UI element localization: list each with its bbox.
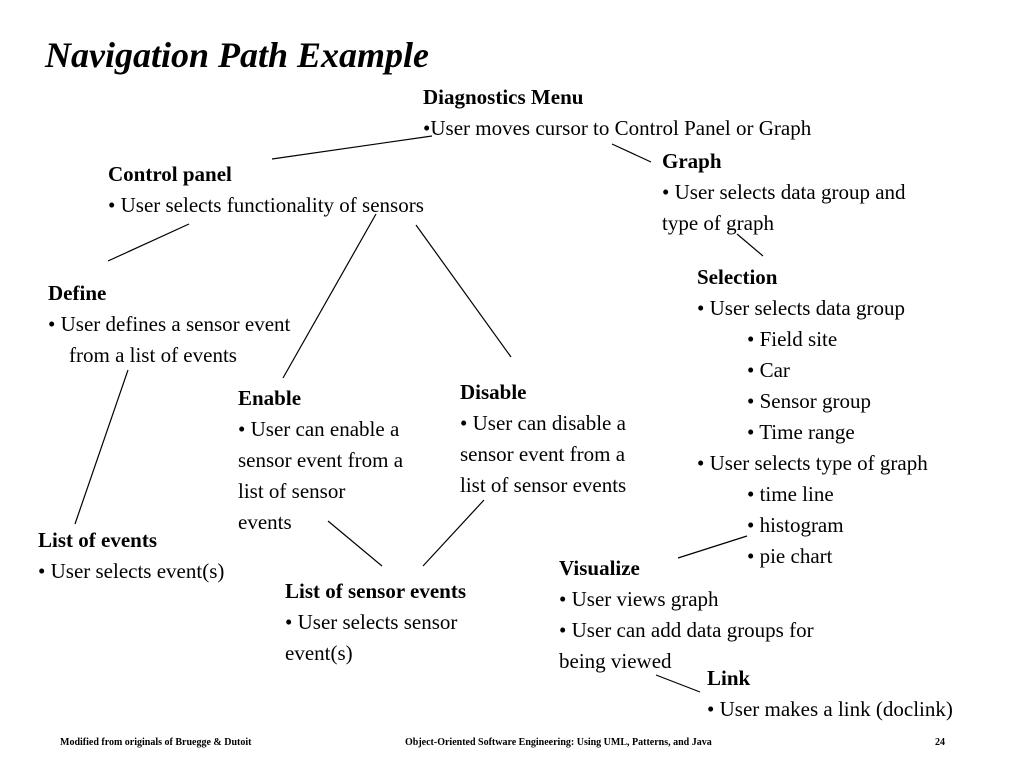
- node-line: • User can enable a: [238, 417, 400, 441]
- node-heading: Enable: [238, 386, 302, 410]
- node-line: type of graph: [662, 211, 774, 235]
- node-link: Link • User makes a link (doclink): [707, 663, 953, 725]
- node-heading: Disable: [460, 380, 527, 404]
- node-line: from a list of events: [69, 343, 237, 367]
- node-heading: Link: [707, 666, 751, 690]
- slide-title: Navigation Path Example: [45, 35, 430, 75]
- edge-control-panel-to-disable: [415, 224, 512, 358]
- node-heading: List of sensor events: [285, 579, 467, 603]
- edge-diagnostics-menu-to-graph: [611, 143, 652, 163]
- node-heading: Graph: [662, 149, 722, 173]
- node-line: • time line: [747, 482, 834, 506]
- node-line: sensor event from a: [460, 442, 626, 466]
- node-line: • Car: [747, 358, 790, 382]
- node-line: list of sensor: [238, 479, 346, 503]
- edge-control-panel-to-define: [107, 223, 190, 262]
- node-line: • User selects event(s): [38, 559, 225, 583]
- node-line: being viewed: [559, 649, 672, 673]
- edge-visualize-to-link: [655, 674, 701, 693]
- footer-book-title: Object-Oriented Software Engineering: Us…: [405, 737, 712, 748]
- node-disable: Disable • User can disable a sensor even…: [460, 377, 626, 501]
- edge-define-to-list-of-events: [74, 369, 129, 525]
- node-line: • User selects data group: [697, 296, 905, 320]
- node-line: • User selects sensor: [285, 610, 458, 634]
- node-line: • Field site: [747, 327, 838, 351]
- edge-selection-to-visualize: [677, 535, 748, 559]
- node-line: list of sensor events: [460, 473, 627, 497]
- node-line: •User moves cursor to Control Panel or G…: [423, 116, 812, 140]
- node-line: • User views graph: [559, 587, 719, 611]
- node-heading: List of events: [38, 528, 157, 552]
- footer-page-number: 24: [935, 737, 945, 748]
- node-line: events: [238, 510, 292, 534]
- node-heading: Control panel: [108, 162, 232, 186]
- node-line: • User selects data group and: [662, 180, 906, 204]
- node-control-panel: Control panel • User selects functionali…: [108, 159, 424, 221]
- node-list-of-events: List of events • User selects event(s): [38, 525, 224, 587]
- node-selection: Selection • User selects data group • Fi…: [697, 262, 928, 572]
- edge-diagnostics-menu-to-control-panel: [271, 135, 433, 160]
- node-line: • pie chart: [747, 544, 833, 568]
- node-heading: Selection: [697, 265, 778, 289]
- node-line: • User defines a sensor event: [48, 312, 291, 336]
- node-line: event(s): [285, 641, 353, 665]
- node-line: • User can add data groups for: [559, 618, 814, 642]
- edge-control-panel-to-enable: [282, 213, 377, 379]
- node-diagnostics-menu: Diagnostics Menu •User moves cursor to C…: [423, 82, 811, 144]
- node-line: • Time range: [747, 420, 855, 444]
- node-visualize: Visualize • User views graph • User can …: [559, 553, 814, 677]
- node-heading: Define: [48, 281, 107, 305]
- node-line: • User selects type of graph: [697, 451, 928, 475]
- node-line: • User selects functionality of sensors: [108, 193, 424, 217]
- node-line: sensor event from a: [238, 448, 404, 472]
- node-line: • User makes a link (doclink): [707, 697, 953, 721]
- node-list-of-sensor-events: List of sensor events • User selects sen…: [285, 576, 466, 669]
- edge-disable-to-list-of-sensor-events: [422, 499, 485, 567]
- footer-credit: Modified from originals of Bruegge & Dut…: [60, 737, 252, 748]
- node-line: • Sensor group: [747, 389, 872, 413]
- node-heading: Diagnostics Menu: [423, 85, 584, 109]
- node-heading: Visualize: [559, 556, 640, 580]
- node-enable: Enable • User can enable a sensor event …: [238, 383, 403, 538]
- node-define: Define • User defines a sensor event fro…: [48, 278, 290, 371]
- node-graph: Graph • User selects data group and type…: [662, 146, 906, 239]
- edge-enable-to-list-of-sensor-events: [327, 520, 383, 567]
- edge-graph-to-selection: [736, 233, 764, 257]
- node-line: • User can disable a: [460, 411, 626, 435]
- node-line: • histogram: [747, 513, 844, 537]
